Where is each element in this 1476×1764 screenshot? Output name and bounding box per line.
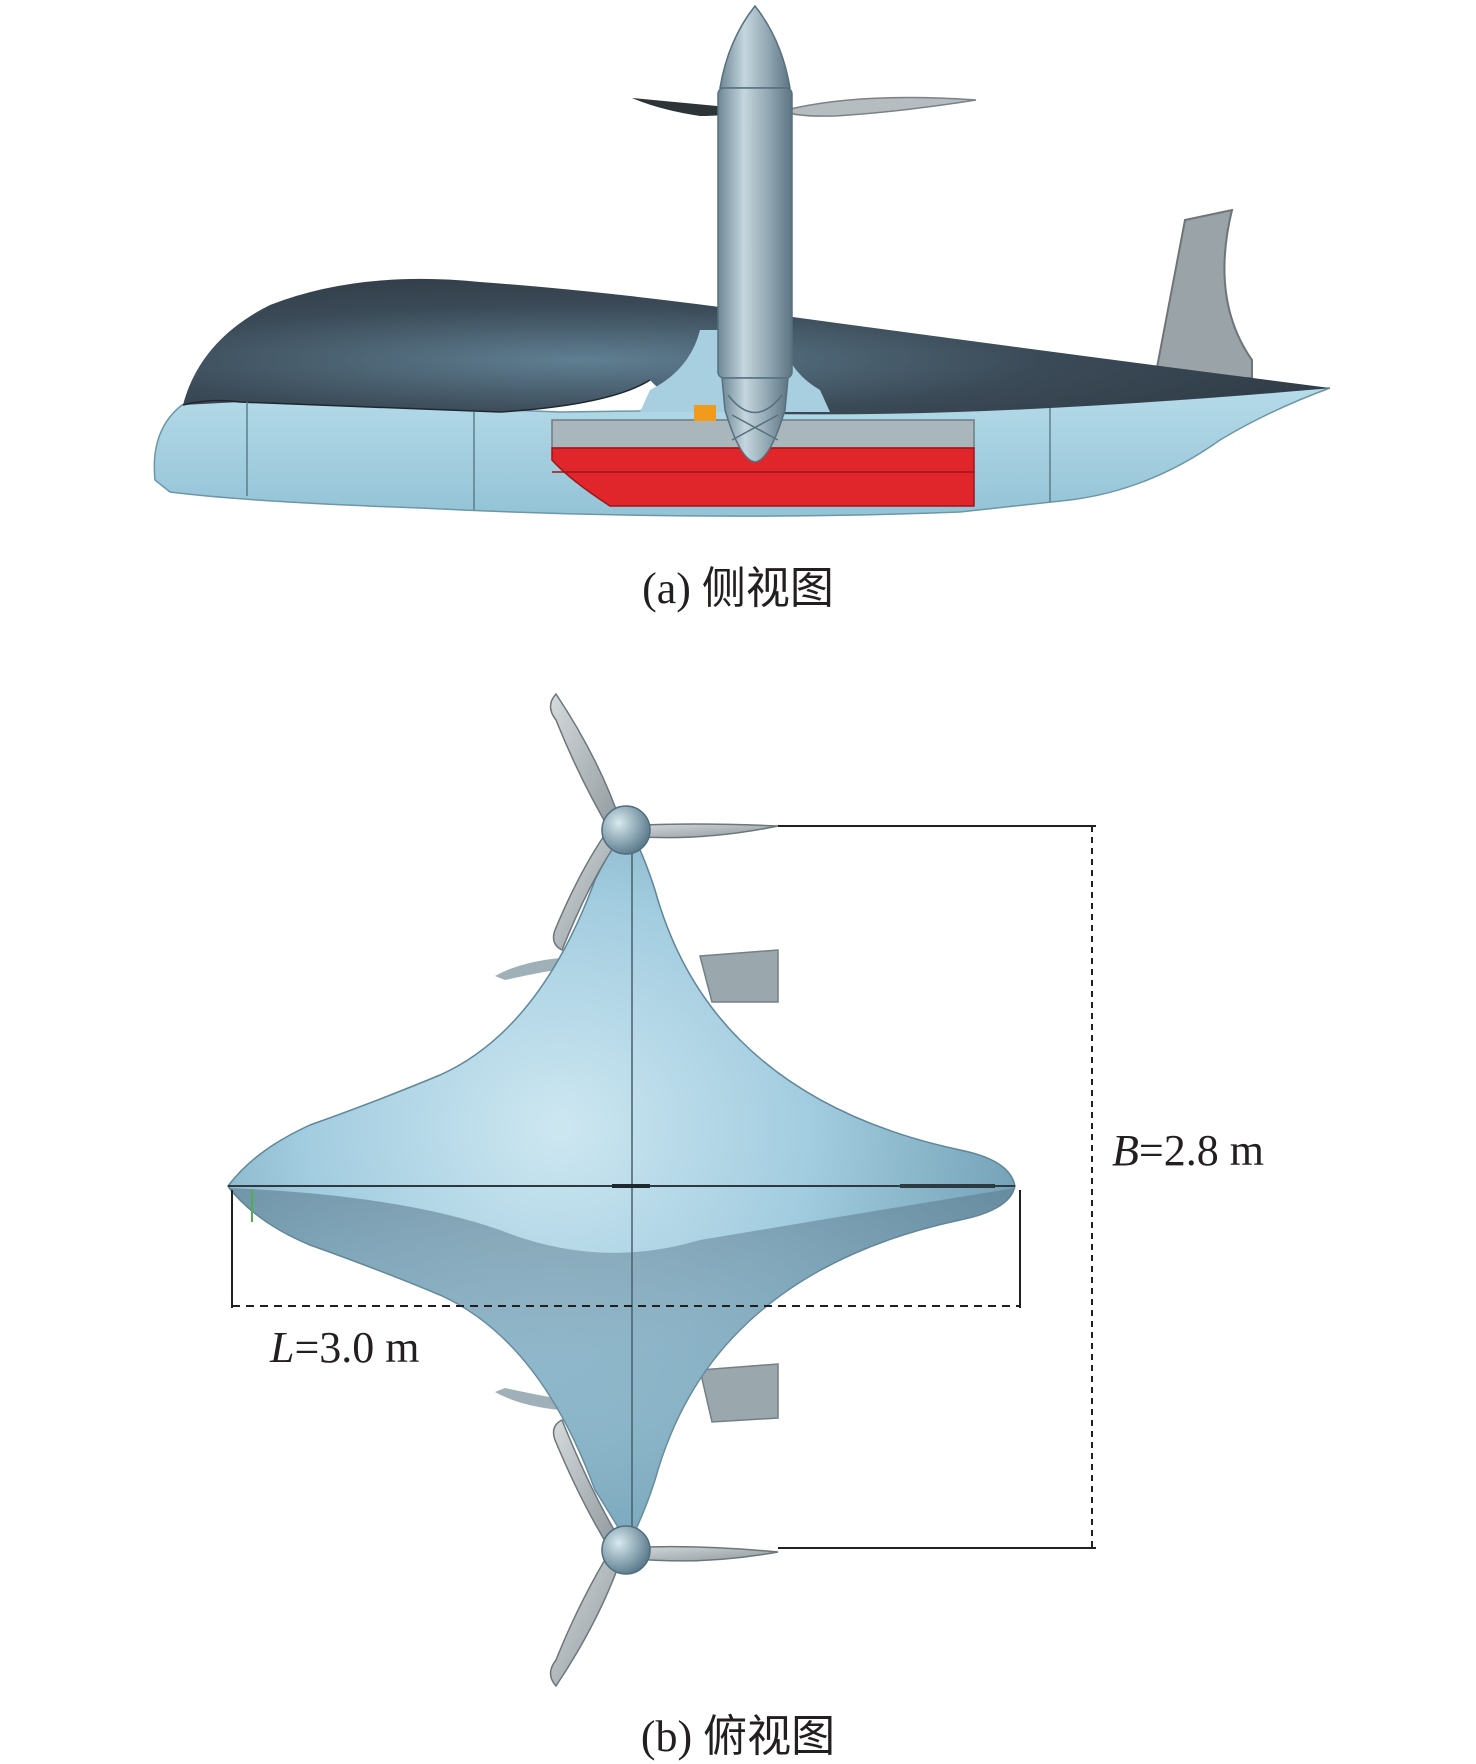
length-dimension [231,1190,1021,1308]
length-label: L=3.0 m [270,1322,420,1373]
breadth-label: B=2.8 m [1112,1125,1264,1176]
length-symbol: L [270,1323,295,1372]
side-view-caption: (a) 侧视图 [642,564,834,613]
lower-rudder [699,1363,779,1423]
lower-propeller [549,1418,779,1688]
breadth-symbol: B [1112,1126,1139,1175]
top-view-panel: B=2.8 m L=3.0 m (b) 俯视图 [0,660,1476,1762]
mast-base [721,377,789,463]
side-view-drawing [153,4,1331,517]
right-propeller-blade [785,96,977,117]
mast-nose [719,4,791,89]
orange-component [694,405,716,421]
battery-pack [551,447,975,507]
side-view-panel: (a) 侧视图 [0,0,1476,640]
top-view-caption: (b) 俯视图 [640,1712,836,1761]
length-value: =3.0 m [294,1323,420,1372]
breadth-value: =2.8 m [1138,1126,1264,1175]
top-view-drawing [227,692,1096,1688]
left-propeller-blade [632,98,738,116]
breadth-dimension [778,825,1096,1549]
tail-fin [1153,208,1253,379]
upper-propeller [549,692,779,952]
mast-body [717,87,793,379]
upper-rudder [699,949,779,1003]
